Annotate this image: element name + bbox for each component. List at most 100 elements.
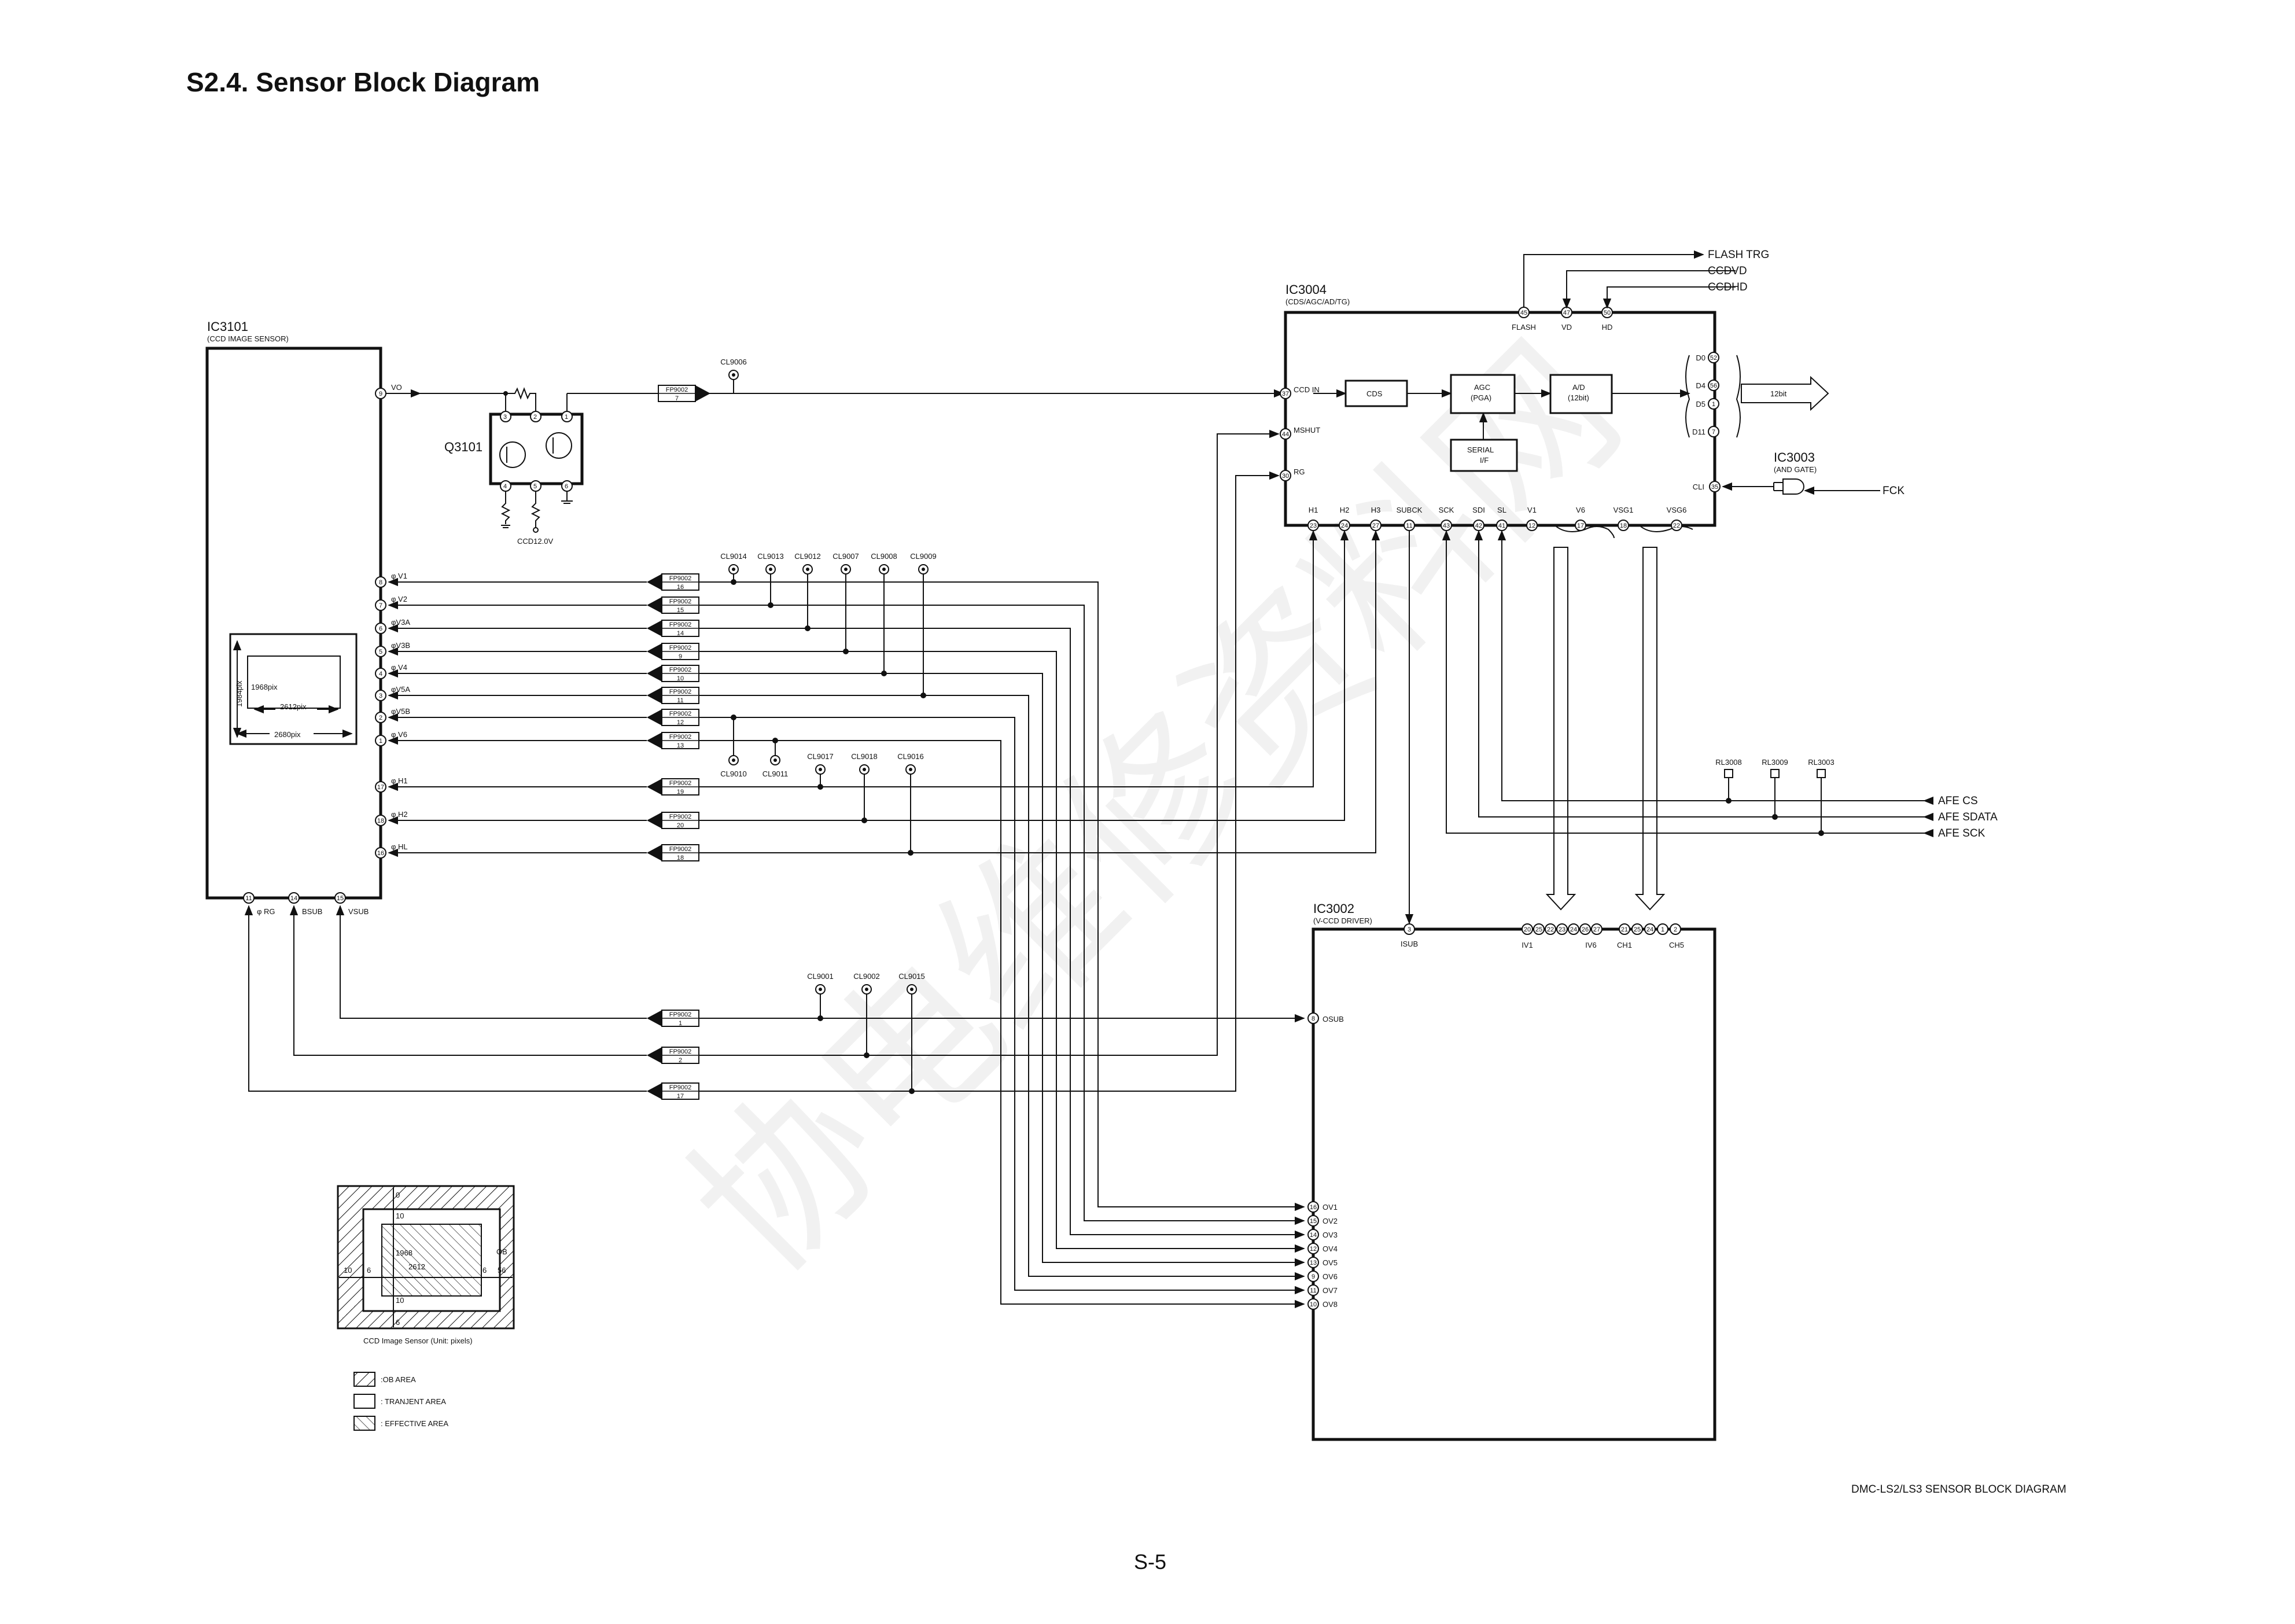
sub-route-1: [699, 429, 1280, 1056]
ic3004-right-label-2: D5: [1696, 400, 1705, 408]
q-pin-2: 2: [533, 414, 537, 421]
q3101-body: [489, 413, 584, 485]
ic3101-ccd-image-sensor: IC3101 (CCD IMAGE SENSOR) 1968pix 2612pi…: [205, 319, 382, 900]
ic3004-right-pin-4: [1709, 481, 1721, 492]
tp-upper-dot-2: [805, 625, 811, 631]
serial-if-block: [1450, 439, 1518, 472]
tp-upper-3-center: [844, 568, 848, 571]
ic3004-right-pin-2: [1708, 398, 1719, 410]
ic3004-bottom-pin-7: [1526, 520, 1538, 531]
ic3002-isub-label: ISUB: [1401, 940, 1418, 948]
fp9002-connector-rows: FP90027FP900216FP900215FP900214FP90029FP…: [244, 380, 1380, 1309]
ic3101-ref: IC3101: [207, 319, 248, 334]
geom-10l: 10: [344, 1266, 352, 1275]
ic3002-ch-pin-1-no: 25: [1634, 926, 1641, 933]
ic3002-osub-label: OSUB: [1323, 1015, 1344, 1023]
legend-transient-swatch: [353, 1394, 375, 1409]
ic3004-bottom-label-4: SCK: [1439, 506, 1454, 514]
agc-pga-label: (PGA): [1471, 393, 1491, 402]
tp-h-dot-2: [908, 850, 913, 856]
q3101-transistor: Q3101 3 2 1 4 5 6 CCD12.0V: [444, 387, 584, 546]
ic3004-bottom-pin-8-no: 17: [1577, 522, 1584, 529]
ic3002-iv-pin-0: [1522, 923, 1533, 935]
ic3004-right-pin-4-no: 35: [1711, 484, 1718, 491]
v-route-4: [699, 673, 1305, 1267]
ic3004-left-label-2: RG: [1294, 467, 1305, 476]
ic3004-right-pin-3-no: 7: [1712, 429, 1715, 436]
ccd-bottom-pin-1: [288, 892, 300, 904]
ic3002-ch-pin-0: [1619, 923, 1630, 935]
ccdvd-label: CCDVD: [1708, 265, 1747, 277]
ic3002-ov-pin-7: [1307, 1298, 1319, 1310]
bus-arrows-ic3004-to-ic3002: [1545, 547, 1666, 911]
ic3002-ov-label-3: OV4: [1323, 1244, 1338, 1253]
ic3002-ch-pin-1: [1631, 923, 1643, 935]
fp9002-v-7-pin: 13: [677, 742, 684, 749]
ic3004-cds-agc-ad-tg: IC3004 (CDS/AGC/AD/TG) CDS AGC (PGA) A/D…: [1284, 282, 1829, 539]
ic3004-bottom-pin-9-no: 18: [1620, 522, 1627, 529]
fp9002-v-1-tri: [647, 597, 662, 613]
ic3002-iv-pin-2: [1545, 923, 1556, 935]
fp9002-h-2-tri: [647, 845, 662, 861]
fp9002-sub-2-ref: FP9002: [669, 1084, 692, 1091]
ic3002-name: (V-CCD DRIVER): [1313, 916, 1372, 925]
legend-ob: :OB AREA: [381, 1375, 416, 1384]
ic3002-ov-pin-1-no: 15: [1310, 1218, 1317, 1225]
fp9002-v-5-ref: FP9002: [669, 688, 692, 695]
sensor-outer-area: [229, 633, 358, 745]
fp9002-h-2-ref: FP9002: [669, 846, 692, 853]
ic3002-ov-label-7: OV8: [1323, 1300, 1338, 1309]
ic3002-ch-pin-3-no: 1: [1661, 926, 1664, 933]
fp9002-h-0-pin: 19: [677, 789, 684, 796]
tp-h-1-label: CL9018: [851, 752, 878, 761]
geom-10b: 10: [396, 1296, 404, 1305]
ccd-bottom-pin-2: [334, 892, 346, 904]
ic3002-iv-pin-3: [1556, 923, 1568, 935]
ic3004-bottom-label-7: V1: [1527, 506, 1537, 514]
fp9002-v-1-pin: 15: [677, 607, 684, 614]
footer-model-label: DMC-LS2/LS3 SENSOR BLOCK DIAGRAM: [1851, 1483, 2066, 1496]
ic3002-iv-pin-5-no: 26: [1582, 926, 1589, 933]
fp9002-h-2-pin: 18: [677, 855, 684, 861]
fp9002-v-1-ref: FP9002: [669, 598, 692, 605]
ic3004-left-label-0: CCD IN: [1294, 385, 1320, 394]
ic3002-ref: IC3002: [1313, 901, 1354, 916]
ccd-pin-1: [375, 576, 386, 588]
ccd-pin-label-7: φV5B: [391, 707, 410, 716]
ccd-pin-0-no: 9: [379, 391, 382, 397]
legend-effective: : EFFECTIVE AREA: [381, 1419, 448, 1428]
ccd-pin-8: [375, 735, 386, 746]
ic3004-bottom-pin-7-no: 12: [1528, 522, 1535, 529]
h-route-1: [699, 530, 1349, 821]
tp-h-2-label: CL9016: [897, 752, 924, 761]
effective-area: [381, 1224, 482, 1297]
fp9002-h-0-tri: [647, 779, 662, 795]
tp-sub-dot-0: [817, 1015, 823, 1021]
ic3004-top-label-0: FLASH: [1512, 323, 1536, 332]
fp9002-v-7-ref: FP9002: [669, 734, 692, 741]
ic3004-left-pin-1: [1280, 428, 1291, 440]
sub-route-2: [699, 471, 1280, 1092]
ic3002-ov-pin-3-no: 12: [1310, 1246, 1317, 1253]
ccd-bottom-pin-1-no: 14: [290, 895, 297, 902]
fp9002-v-2-ref: FP9002: [669, 621, 692, 628]
tp-lower-1-label: CL9011: [762, 769, 789, 778]
fp9002-vo-tri: [695, 385, 710, 402]
ic3003-and-gate: IC3003 (AND GATE) FCK: [1722, 450, 1904, 497]
ic3004-left-pin-2: [1280, 470, 1291, 481]
fp9002-v-5-pin: 11: [677, 697, 683, 704]
sub-line-left-2: [244, 905, 647, 1092]
ccd-bottom-label-0: φ RG: [257, 907, 275, 916]
ic3002-iv-pin-4-no: 24: [1570, 926, 1577, 933]
tp-upper-2-center: [806, 568, 809, 571]
tp-upper-2-label: CL9012: [794, 552, 821, 561]
ic3002-iv1-label: IV1: [1522, 941, 1533, 949]
ic3002-ov-pin-3: [1307, 1243, 1319, 1254]
legend-ob-swatch: [353, 1372, 375, 1387]
ic3002-ch-pin-2: [1644, 923, 1656, 935]
tp-h-dot-0: [817, 784, 823, 790]
fp9002-sub-1-tri: [647, 1047, 662, 1063]
ad-label: A/D: [1572, 383, 1585, 392]
